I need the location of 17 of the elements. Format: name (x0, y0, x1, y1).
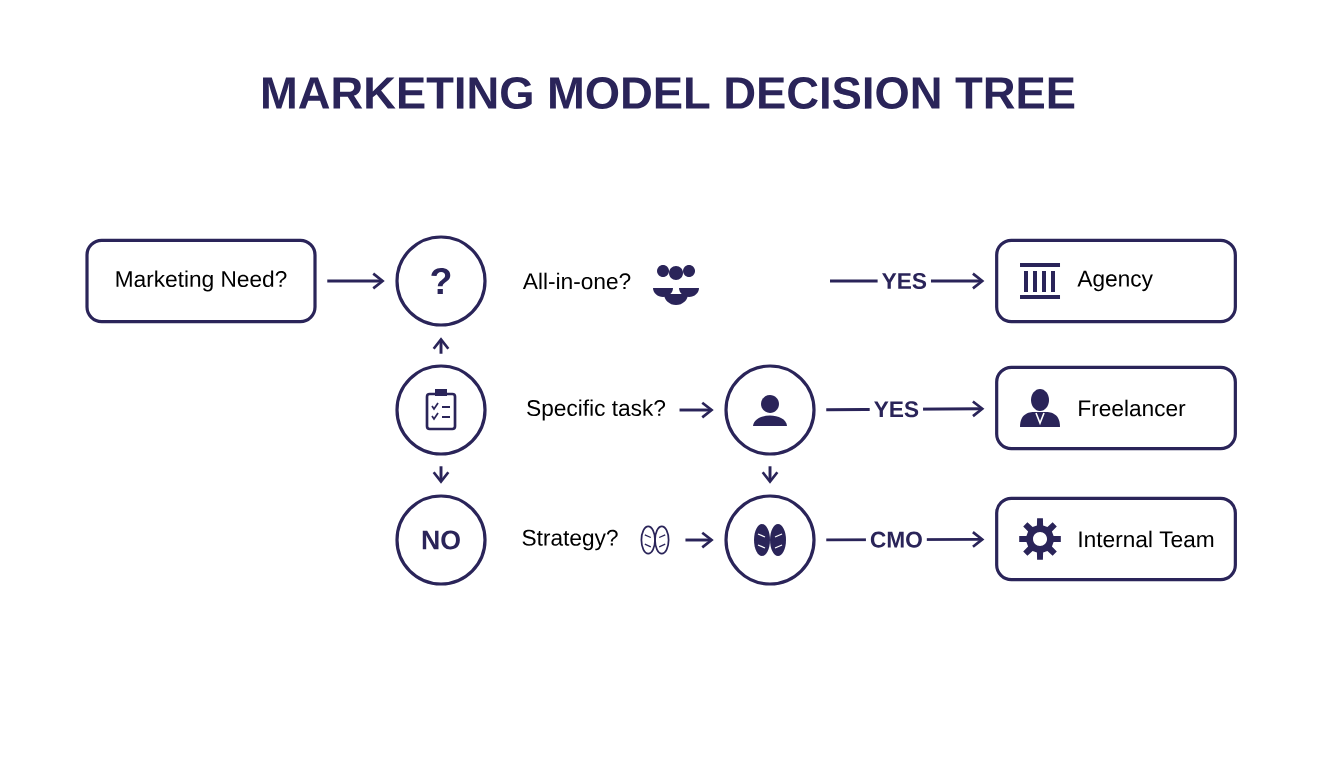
question-text: Specific task? (527, 399, 666, 421)
decision-circle (724, 364, 816, 456)
result-box: Freelancer (995, 365, 1237, 451)
question-text: Strategy? (522, 529, 618, 551)
start-box: Marketing Need? (85, 238, 317, 324)
edge-label: CMO (865, 527, 927, 553)
question-text: All-in-one? (522, 272, 631, 290)
result-box: Agency (995, 238, 1237, 324)
decision-circle (724, 494, 816, 586)
arrow (685, 531, 714, 549)
decision-circle (395, 364, 487, 456)
edge-label: YES (869, 396, 924, 422)
edge-label: YES (877, 268, 931, 294)
result-box: Internal Team (995, 496, 1237, 582)
arrow (327, 272, 385, 290)
title: MARKETING MODEL DECISION TREE (263, 76, 1075, 110)
arrow (679, 401, 714, 419)
